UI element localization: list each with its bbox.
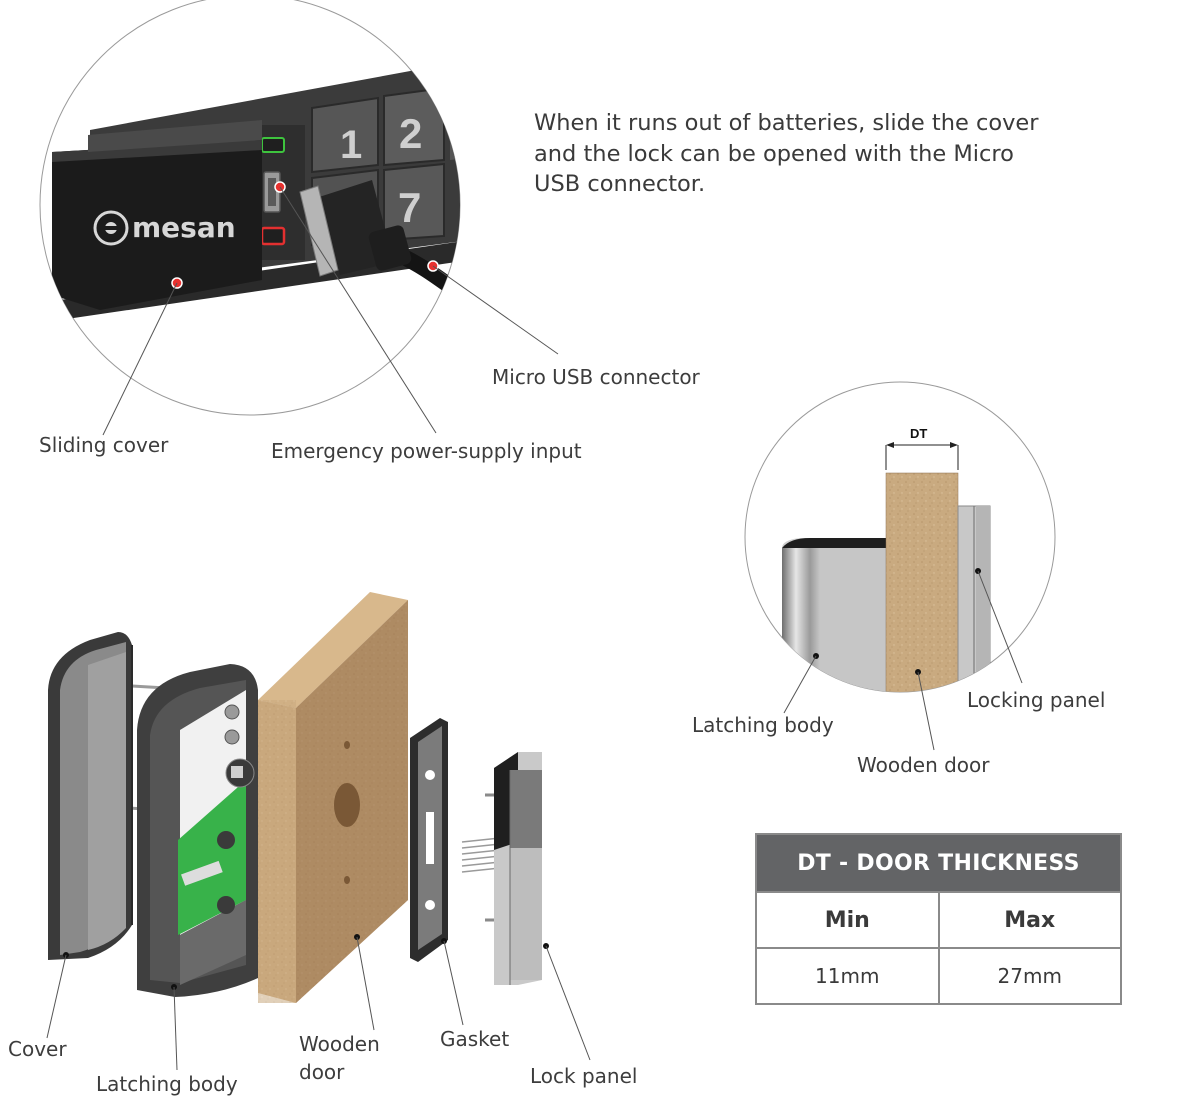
description-text: When it runs out of batteries, slide the… <box>534 108 1074 200</box>
label-wooden-door: Wooden door <box>299 1030 380 1086</box>
cover-part <box>48 632 133 960</box>
key-2: 2 <box>399 110 422 157</box>
lock-panel-part <box>461 752 542 985</box>
exploded-view <box>48 592 549 1003</box>
label-latching-body: Latching body <box>96 1072 238 1096</box>
label-micro-usb: Micro USB connector <box>492 365 700 389</box>
table-cell-min: 11mm <box>755 947 940 1005</box>
key-1: 1 <box>340 123 362 167</box>
label-cover: Cover <box>8 1037 67 1061</box>
label-wooden-door-line-1: Wooden <box>299 1032 380 1056</box>
label-section-locking-panel: Locking panel <box>967 688 1106 712</box>
door-thickness-table: DT - DOOR THICKNESS Min Max 11mm 27mm <box>755 833 1122 1005</box>
label-lock-panel: Lock panel <box>530 1064 638 1088</box>
gasket-part <box>410 718 448 962</box>
table-header-min: Min <box>755 891 940 949</box>
label-sliding-cover: Sliding cover <box>39 433 169 457</box>
description-line-2: and the lock can be opened with the Micr… <box>534 140 1014 167</box>
mesan-logo-text: mesan <box>132 211 236 244</box>
label-section-wooden-door: Wooden door <box>857 753 990 777</box>
description-line-1: When it runs out of batteries, slide the… <box>534 110 1039 136</box>
label-section-latching-body: Latching body <box>692 713 834 737</box>
table-cell-max: 27mm <box>937 947 1122 1005</box>
label-wooden-door-line-2: door <box>299 1060 345 1084</box>
table-title: DT - DOOR THICKNESS <box>755 833 1122 893</box>
keypad-closeup <box>39 0 461 416</box>
latching-body-part <box>137 664 258 997</box>
label-gasket: Gasket <box>440 1027 510 1051</box>
table-header-max: Max <box>937 891 1122 949</box>
top-leader-lines <box>102 186 559 436</box>
exploded-leader-lines <box>46 936 591 1071</box>
section-view <box>744 381 1056 751</box>
wooden-door-part <box>258 592 408 1003</box>
dimension-dt-label: DT <box>910 426 927 441</box>
label-emergency-input: Emergency power-supply input <box>271 439 582 463</box>
description-line-3: USB connector. <box>534 171 706 197</box>
key-7: 7 <box>398 184 421 231</box>
